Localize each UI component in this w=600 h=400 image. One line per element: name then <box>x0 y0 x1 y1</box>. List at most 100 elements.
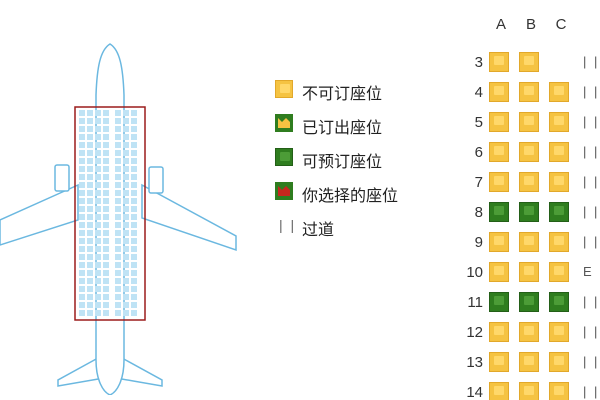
cabin-seat <box>79 158 85 164</box>
cabin-seat <box>123 182 129 188</box>
cabin-seat <box>103 238 109 244</box>
column-header-a: A <box>495 16 506 33</box>
seat-8a[interactable] <box>489 202 509 222</box>
cabin-seat <box>95 182 101 188</box>
cabin-seat <box>79 270 85 276</box>
cabin-seat <box>103 158 109 164</box>
row-number: 12 <box>466 324 483 341</box>
cabin-seat <box>79 190 85 196</box>
cabin-seat <box>95 286 101 292</box>
cabin-seat <box>95 174 101 180</box>
cabin-seat <box>103 246 109 252</box>
legend-item-unavailable: 不可订座位 <box>275 78 435 112</box>
cabin-seat <box>123 286 129 292</box>
cabin-seat <box>123 142 129 148</box>
legend-item-aisle: | | 过道 <box>275 214 435 248</box>
cabin-seat <box>87 238 93 244</box>
cabin-seat <box>79 174 85 180</box>
cabin-seat <box>115 198 121 204</box>
cabin-seat <box>103 222 109 228</box>
cabin-seat <box>87 310 93 316</box>
seat-11c[interactable] <box>549 292 569 312</box>
cabin-seat <box>123 158 129 164</box>
cabin-seat <box>95 190 101 196</box>
legend-label: 过道 <box>302 220 335 239</box>
cabin-seat <box>95 214 101 220</box>
cabin-seat <box>131 214 137 220</box>
seat-11a[interactable] <box>489 292 509 312</box>
cabin-seat <box>79 182 85 188</box>
seat-10c <box>549 262 569 282</box>
cabin-seat <box>87 206 93 212</box>
row-number: 13 <box>466 354 483 371</box>
cabin-seat <box>87 270 93 276</box>
cabin-seat <box>115 286 121 292</box>
aisle-marker: | | <box>583 234 600 249</box>
plane-outline-icon <box>0 43 237 396</box>
cabin-seat <box>103 294 109 300</box>
cabin-seat <box>79 262 85 268</box>
seat-4b <box>519 82 539 102</box>
cabin-seat <box>79 246 85 252</box>
cabin-seat <box>87 262 93 268</box>
cabin-seat <box>95 110 101 116</box>
cabin-seat <box>95 222 101 228</box>
cabin-seat <box>131 238 137 244</box>
cabin-seat <box>131 286 137 292</box>
cabin-seat <box>115 150 121 156</box>
seat-6c <box>549 142 569 162</box>
cabin-seat <box>131 150 137 156</box>
cabin-seat <box>79 110 85 116</box>
cabin-seat <box>115 310 121 316</box>
seat-11b[interactable] <box>519 292 539 312</box>
cabin-seat <box>95 278 101 284</box>
cabin-seat <box>115 158 121 164</box>
legend-label: 可预订座位 <box>302 152 383 171</box>
cabin-seat <box>87 118 93 124</box>
aisle-icon: | | <box>279 217 297 233</box>
cabin-seat <box>131 222 137 228</box>
cabin-seat <box>79 238 85 244</box>
seat-5a <box>489 112 509 132</box>
seat-3b <box>519 52 539 72</box>
cabin-seat <box>87 190 93 196</box>
cabin-seat <box>79 222 85 228</box>
cabin-seat <box>123 206 129 212</box>
row-number: 8 <box>474 204 483 221</box>
cabin-seat <box>87 286 93 292</box>
cabin-seat <box>123 262 129 268</box>
seat-8b[interactable] <box>519 202 539 222</box>
cabin-seat-grid <box>79 110 137 316</box>
cabin-seat <box>123 270 129 276</box>
seat-8c[interactable] <box>549 202 569 222</box>
cabin-seat <box>131 270 137 276</box>
cabin-seat <box>95 158 101 164</box>
cabin-seat <box>131 278 137 284</box>
seat-12c <box>549 322 569 342</box>
cabin-seat <box>115 278 121 284</box>
cabin-seat <box>103 166 109 172</box>
seat-selected-icon <box>275 182 293 200</box>
cabin-seat <box>131 302 137 308</box>
cabin-seat <box>103 230 109 236</box>
cabin-seat <box>131 142 137 148</box>
seat-4a <box>489 82 509 102</box>
cabin-seat <box>115 110 121 116</box>
cabin-seat <box>87 174 93 180</box>
cabin-seat <box>103 254 109 260</box>
seat-13a <box>489 352 509 372</box>
cabin-seat <box>87 302 93 308</box>
cabin-seat <box>131 262 137 268</box>
seat-12b <box>519 322 539 342</box>
cabin-seat <box>95 198 101 204</box>
seat-6b <box>519 142 539 162</box>
cabin-seat <box>87 158 93 164</box>
cabin-seat <box>131 246 137 252</box>
cabin-seat <box>79 278 85 284</box>
cabin-seat <box>115 190 121 196</box>
cabin-seat <box>123 294 129 300</box>
cabin-seat <box>87 294 93 300</box>
cabin-seat <box>95 166 101 172</box>
cabin-seat <box>123 190 129 196</box>
